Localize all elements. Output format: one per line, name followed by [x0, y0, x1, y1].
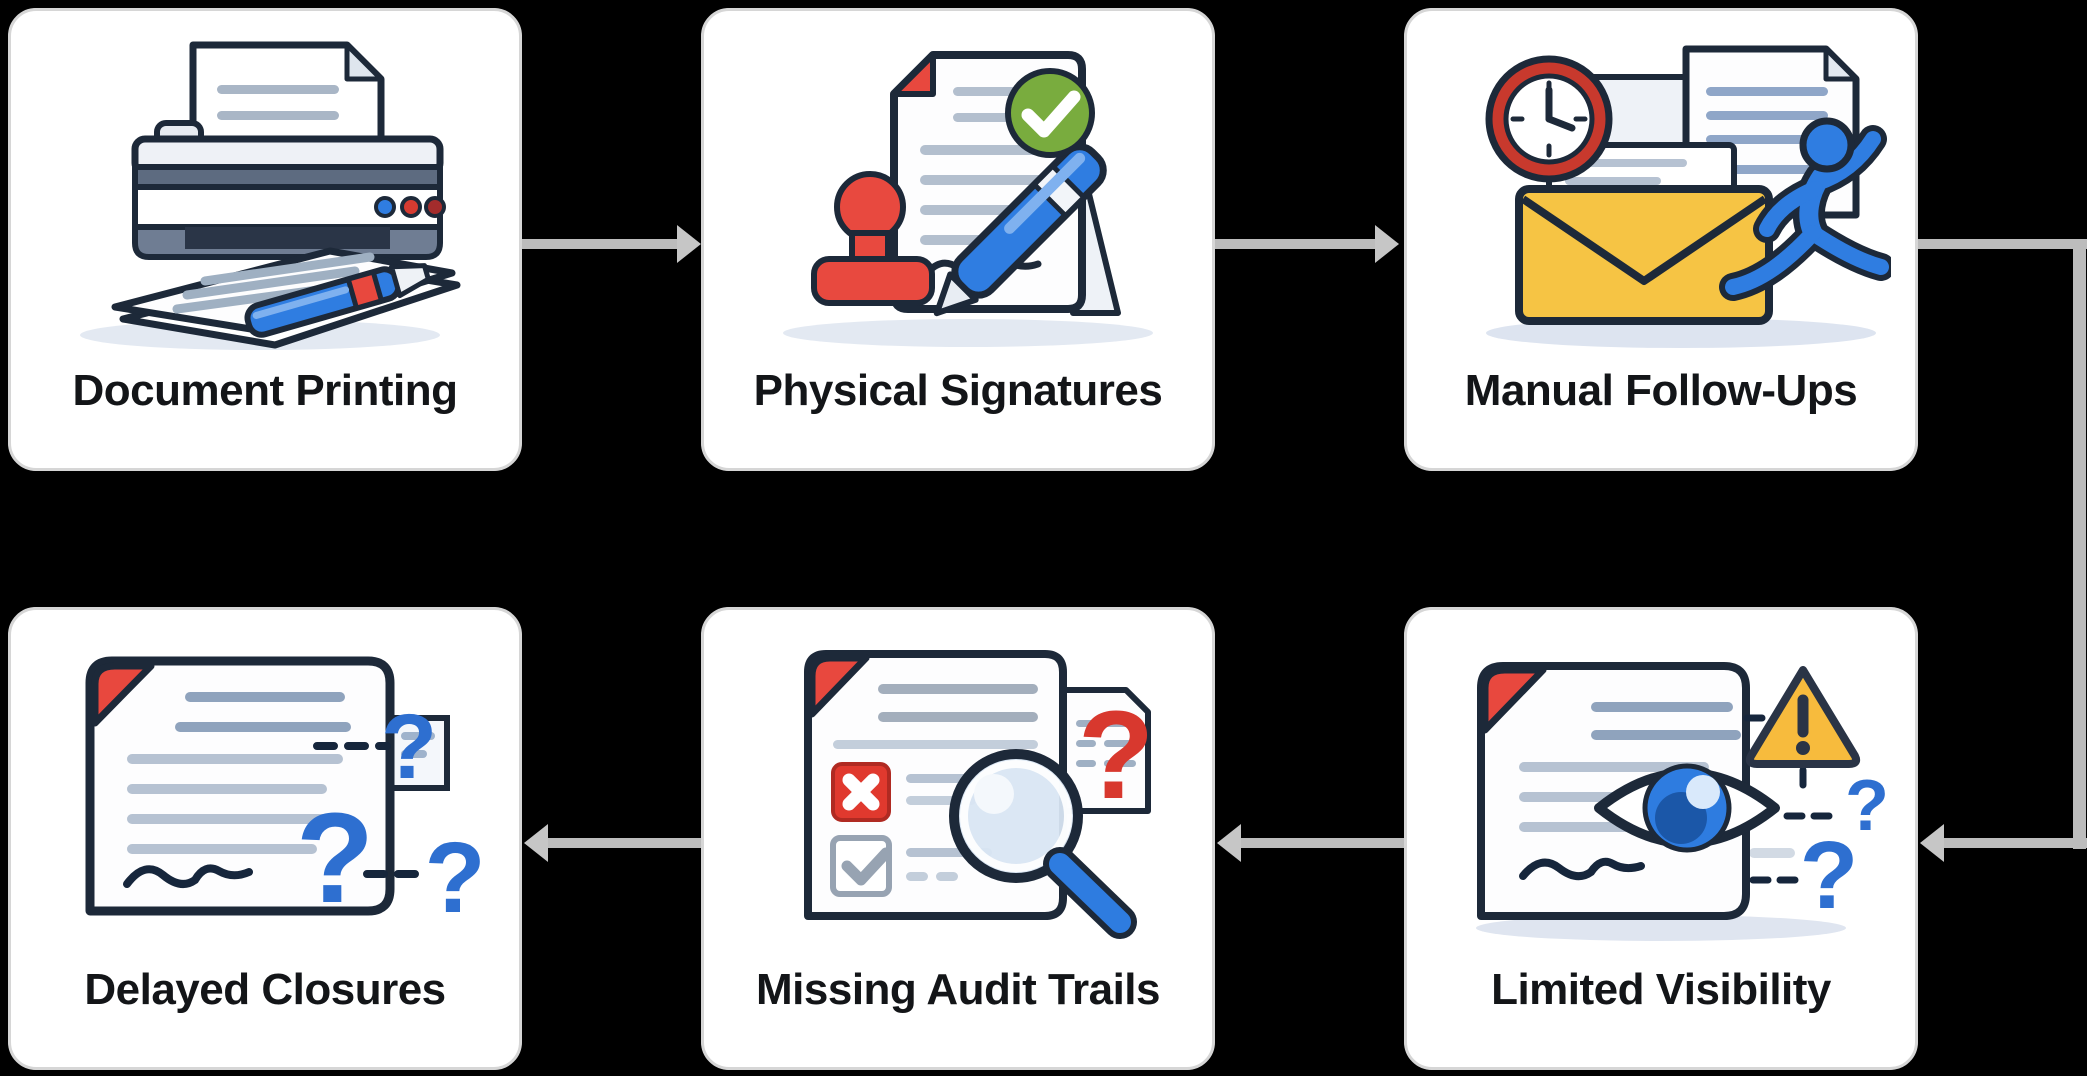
card-title: Manual Follow-Ups [1464, 366, 1858, 415]
card-title: Missing Audit Trails [756, 965, 1160, 1014]
printer-illustration [80, 41, 461, 350]
arrowhead-left-icon [1920, 824, 1944, 862]
document-eye-warning-illustration: ? ? [1476, 662, 1889, 941]
arrowhead-right-icon [677, 225, 701, 263]
elbow-vertical-segment [2073, 239, 2086, 849]
card-missing-audit-trails: ? Missing Audit Trails [701, 607, 1215, 1070]
card-delayed-closures: ? ? ? Delayed Closures [8, 607, 522, 1070]
document-question-marks-illustration: ? ? ? [85, 656, 486, 934]
card-title: Delayed Closures [84, 965, 446, 1014]
arrow-line-audit-to-closures [548, 838, 701, 848]
arrowhead-left-icon [524, 824, 548, 862]
card-surface: ? ? ? Delayed Closures [8, 607, 522, 1070]
elbow-top-segment [1918, 239, 2087, 249]
arrowhead-right-icon [1375, 225, 1399, 263]
card-surface: Physical Signatures [701, 8, 1215, 471]
card-limited-visibility: ? ? Limited Visibility [1404, 607, 1918, 1070]
arrowhead-left-icon [1217, 824, 1241, 862]
card-document-printing: Document Printing [8, 8, 522, 471]
card-manual-follow-ups: Manual Follow-Ups [1404, 8, 1918, 471]
elbow-bottom-segment [1944, 838, 2087, 848]
card-surface: Document Printing [8, 8, 522, 471]
card-title: Document Printing [72, 366, 458, 415]
card-surface: ? ? Limited Visibility [1404, 607, 1918, 1070]
card-title: Physical Signatures [753, 366, 1163, 415]
arrow-line-printing-to-signatures [522, 239, 677, 249]
card-physical-signatures: Physical Signatures [701, 8, 1215, 471]
svg-text:?: ? [296, 787, 374, 930]
checklist-magnifier-question-illustration: ? [804, 650, 1154, 939]
stamp-pen-signed-document-illustration [783, 51, 1153, 347]
arrow-line-visibility-to-audit [1241, 838, 1404, 848]
svg-text:?: ? [1845, 766, 1889, 846]
card-surface: Manual Follow-Ups [1404, 8, 1918, 471]
arrow-line-signatures-to-followups [1215, 239, 1375, 249]
card-surface: ? Missing Audit Trails [701, 607, 1215, 1070]
svg-text:?: ? [424, 822, 485, 934]
svg-text:?: ? [381, 696, 437, 798]
svg-text:?: ? [1078, 686, 1154, 825]
svg-text:?: ? [1800, 822, 1859, 929]
clock-envelope-runner-illustration [1485, 45, 1891, 348]
card-title: Limited Visibility [1491, 965, 1831, 1014]
